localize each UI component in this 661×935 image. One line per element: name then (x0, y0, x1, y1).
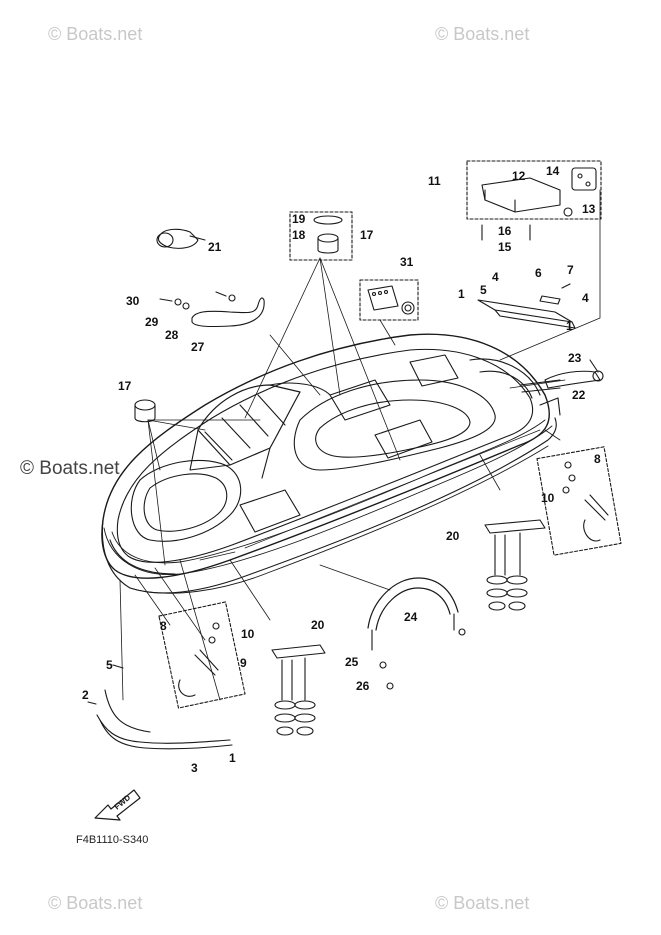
wire-harness (87, 664, 233, 750)
watermark-mid-left: © Boats.net (20, 458, 120, 479)
callout-10-left: 10 (241, 627, 255, 641)
callout-20-right: 20 (446, 529, 460, 543)
callout-18: 18 (292, 228, 306, 242)
callout-5-left: 5 (106, 658, 113, 672)
watermark-top-left: © Boats.net (48, 24, 143, 44)
callout-14: 14 (546, 164, 560, 178)
callout-21: 21 (208, 240, 222, 254)
swim-platform-rail (477, 283, 576, 329)
callout-16: 16 (498, 224, 512, 238)
callout-17-left: 17 (118, 379, 132, 393)
callout-29: 29 (145, 315, 159, 329)
fwd-arrow-icon (94, 789, 141, 821)
watermark-bottom-right: © Boats.net (435, 893, 530, 913)
callout-4-right: 4 (582, 291, 589, 305)
callout-31: 31 (400, 255, 414, 269)
cleat-assembly-left (178, 622, 220, 697)
bracket-box (466, 160, 602, 220)
callout-12: 12 (512, 169, 526, 183)
callout-19: 19 (292, 212, 306, 226)
callout-10-right: 10 (541, 491, 555, 505)
cup-holder-parts (313, 215, 343, 254)
rearview-mirror (156, 228, 206, 249)
callout-28: 28 (165, 328, 179, 342)
windshield (189, 382, 331, 479)
cleat-assembly-right (562, 461, 609, 542)
callout-7: 7 (567, 263, 574, 277)
callout-5-top: 5 (480, 283, 487, 297)
callout-6: 6 (535, 266, 542, 280)
callout-1-rail-left: 1 (458, 287, 465, 301)
cup-holder-left (134, 399, 156, 423)
callout-27: 27 (191, 340, 205, 354)
callout-8-right: 8 (594, 452, 601, 466)
callout-25: 25 (345, 655, 359, 669)
engine-bracket (481, 167, 597, 241)
fwd-label: FWD (113, 793, 133, 812)
callout-23: 23 (568, 351, 582, 365)
tow-handle-rail (367, 577, 466, 690)
grab-handle (159, 291, 265, 328)
callout-17-top: 17 (360, 228, 374, 242)
callout-4-top: 4 (492, 270, 499, 284)
callout-1-cable: 1 (229, 751, 236, 765)
cleat-stack-left (271, 644, 326, 736)
callout-20-left: 20 (311, 618, 325, 632)
cleat-box-right (536, 446, 622, 556)
callout-1-rail-right: 1 (566, 319, 573, 333)
callout-30: 30 (126, 294, 140, 308)
callout-15: 15 (498, 240, 512, 254)
callout-8-left: 8 (160, 619, 167, 633)
callout-11: 11 (428, 174, 441, 188)
watermark-top-right: © Boats.net (435, 24, 530, 44)
cleat-box-left (158, 601, 246, 709)
callout-9: 9 (240, 656, 247, 670)
callout-13: 13 (582, 202, 596, 216)
hull-outline (101, 333, 561, 594)
panel-31-box (359, 279, 419, 321)
bow-tow-eye (544, 359, 604, 389)
callout-24: 24 (404, 610, 418, 624)
leader-lines (119, 189, 601, 701)
cleat-stack-right (484, 519, 546, 611)
part-code: F4B1110-S340 (76, 834, 149, 846)
callout-2: 2 (82, 688, 89, 702)
callout-26: 26 (356, 679, 370, 693)
callout-3: 3 (191, 761, 198, 775)
callout-22: 22 (572, 388, 586, 402)
watermark-bottom-left: © Boats.net (48, 893, 143, 913)
cup-holder-box (289, 211, 353, 261)
switch-panel (367, 285, 415, 315)
